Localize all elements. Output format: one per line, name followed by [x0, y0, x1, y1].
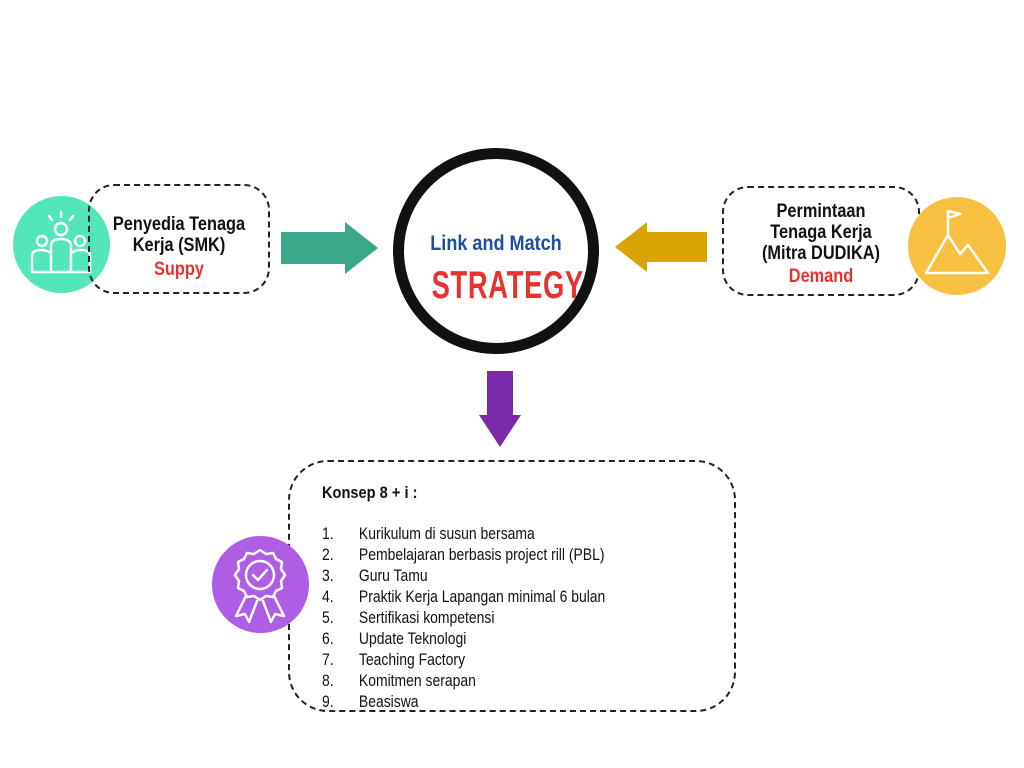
list-item-text: Kurikulum di susun bersama: [358, 524, 535, 543]
center-subtitle: STRATEGY: [431, 264, 584, 307]
list-item: 4. Praktik Kerja Lapangan minimal 6 bulan: [322, 586, 605, 607]
demand-label: Demand: [788, 266, 854, 287]
demand-line-1: Permintaan: [776, 201, 866, 222]
list-item-text: Sertifikasi kompetensi: [358, 608, 495, 627]
supply-box: Penyedia Tenaga Kerja (SMK) Suppy: [88, 184, 270, 294]
supply-label: Suppy: [154, 259, 204, 280]
list-item-text: Teaching Factory: [358, 650, 466, 669]
supply-line-1: Penyedia Tenaga: [112, 214, 246, 235]
center-title: Link and Match: [430, 232, 562, 255]
list-item-text: Update Teknologi: [358, 629, 467, 648]
list-item-number: 2.: [322, 545, 334, 564]
supply-icon-circle: [13, 196, 110, 293]
concept-list: 1. Kurikulum di susun bersama 2. Pembelajar…: [322, 523, 605, 712]
concept-title: Konsep 8 + i :: [322, 483, 418, 502]
list-item-number: 3.: [322, 566, 334, 585]
down-arrow: [479, 371, 521, 447]
supply-arrow: [281, 222, 379, 274]
list-item-number: 7.: [322, 650, 334, 669]
demand-box: Permintaan Tenaga Kerja (Mitra DUDIKA) D…: [722, 186, 920, 296]
award-circle: [212, 536, 309, 633]
list-item-number: 1.: [322, 524, 334, 543]
list-item: 2. Pembelajaran berbasis project rill (PB…: [322, 544, 605, 565]
list-item-number: 6.: [322, 629, 334, 648]
list-item-text: Guru Tamu: [358, 566, 428, 585]
team-icon: [30, 210, 92, 274]
mountain-flag-icon: [924, 209, 990, 275]
list-item-text: Praktik Kerja Lapangan minimal 6 bulan: [358, 587, 606, 606]
strategy-circle: Link and Match STRATEGY: [393, 148, 599, 354]
list-item-text: Komitmen serapan: [358, 671, 476, 690]
list-item: 1. Kurikulum di susun bersama: [322, 523, 605, 544]
list-item: 6. Update Teknologi: [322, 628, 605, 649]
list-item-text: Pembelajaran berbasis project rill (PBL): [358, 545, 605, 564]
list-item-number: 5.: [322, 608, 334, 627]
list-item-number: 4.: [322, 587, 334, 606]
list-item: 9. Beasiswa: [322, 691, 605, 712]
list-item-number: 8.: [322, 671, 334, 690]
list-item: 8. Komitmen serapan: [322, 670, 605, 691]
supply-line-2: Kerja (SMK): [132, 235, 226, 256]
list-item: 7. Teaching Factory: [322, 649, 605, 670]
demand-arrow: [615, 222, 707, 272]
demand-icon-circle: [908, 197, 1006, 295]
demand-line-2: Tenaga Kerja: [770, 222, 872, 243]
demand-line-3: (Mitra DUDIKA): [761, 243, 881, 264]
list-item: 3. Guru Tamu: [322, 565, 605, 586]
list-item-number: 9.: [322, 692, 334, 711]
list-item: 5. Sertifikasi kompetensi: [322, 607, 605, 628]
award-badge-icon: [233, 548, 287, 624]
list-item-text: Beasiswa: [358, 692, 419, 711]
